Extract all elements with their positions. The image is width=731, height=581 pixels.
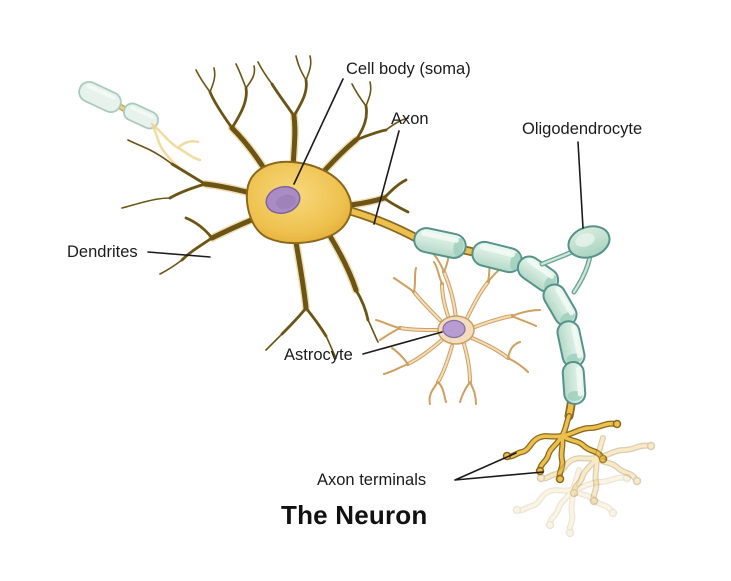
- leader-oligodendrocyte: [577, 141, 584, 229]
- leader-astrocyte: [362, 331, 443, 355]
- leader-cell-body: [293, 78, 344, 185]
- incoming-axon: [78, 81, 202, 174]
- label-cell-body-soma: Cell body (soma): [346, 60, 471, 78]
- cell-body: [245, 160, 353, 245]
- label-dendrites: Dendrites: [67, 243, 138, 261]
- astrocyte: [375, 245, 541, 405]
- leader-axon-terminals: [454, 452, 544, 481]
- label-leader-lines: [147, 78, 584, 481]
- myelin-sheath: [413, 227, 587, 405]
- label-oligodendrocyte: Oligodendrocyte: [522, 120, 643, 138]
- leader-dendrites: [147, 251, 211, 258]
- label-axon: Axon: [391, 110, 429, 128]
- diagram-title: The Neuron: [281, 500, 428, 530]
- astrocyte-nucleus: [442, 319, 466, 339]
- dendrites: [121, 55, 410, 359]
- leader-axon: [373, 130, 400, 225]
- incoming-axon-terminal-wisps: [150, 122, 202, 174]
- label-axon-terminals: Axon terminals: [317, 471, 427, 489]
- label-astrocyte: Astrocyte: [284, 346, 353, 364]
- oligodendrocyte-cell: [539, 225, 611, 295]
- axon-terminals: [502, 413, 655, 537]
